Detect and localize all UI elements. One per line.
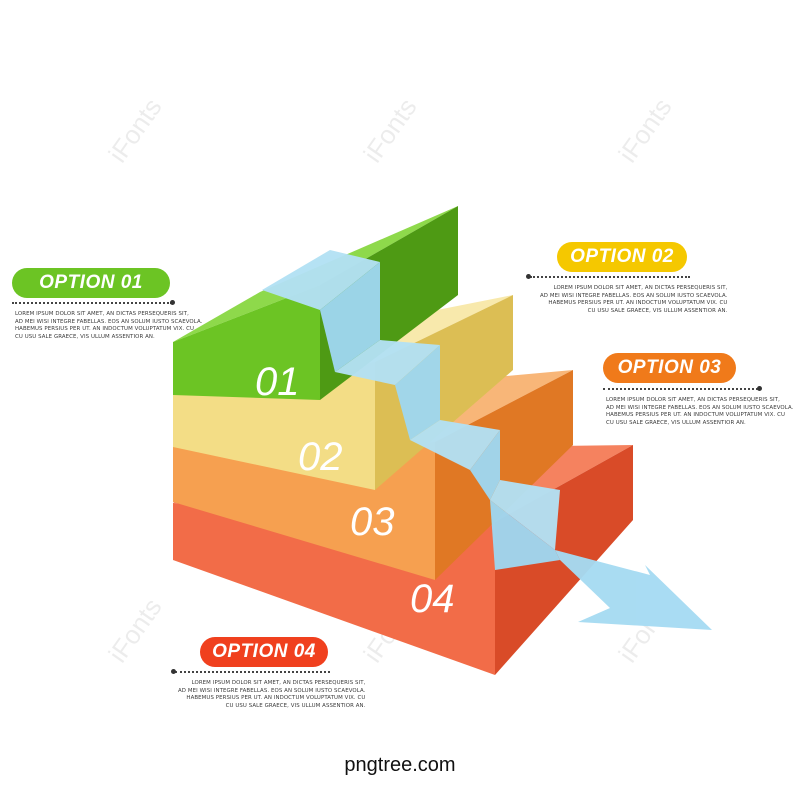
option-02-divider [530, 276, 690, 278]
step-number-01: 01 [255, 360, 300, 404]
option-03-description: LOREM IPSUM DOLOR SIT AMET, AN DICTAS PE… [606, 397, 794, 426]
ribbon-arrow [262, 250, 712, 630]
step-number-02: 02 [298, 435, 343, 479]
option-01-connector-dot [170, 300, 175, 305]
option-04-description: LOREM IPSUM DOLOR SIT AMET, AN DICTAS PE… [178, 680, 366, 709]
option-04-connector-dot [171, 669, 176, 674]
step-number-03: 03 [350, 500, 395, 544]
option-01-description: LOREM IPSUM DOLOR SIT AMET, AN DICTAS PE… [15, 311, 203, 340]
option-02-description: LOREM IPSUM DOLOR SIT AMET, AN DICTAS PE… [540, 285, 728, 314]
option-02-label: OPTION 02 [557, 242, 687, 272]
option-04-divider [175, 671, 330, 673]
option-04-label: OPTION 04 [200, 637, 328, 667]
step-number-04: 04 [410, 577, 455, 621]
option-03-divider [603, 388, 758, 390]
option-02-connector-dot [526, 274, 531, 279]
option-03-label: OPTION 03 [603, 353, 736, 383]
option-01-label: OPTION 01 [12, 268, 170, 298]
option-01-divider [12, 302, 172, 304]
footer-brand: pngtree.com [344, 754, 456, 776]
option-03-connector-dot [757, 386, 762, 391]
